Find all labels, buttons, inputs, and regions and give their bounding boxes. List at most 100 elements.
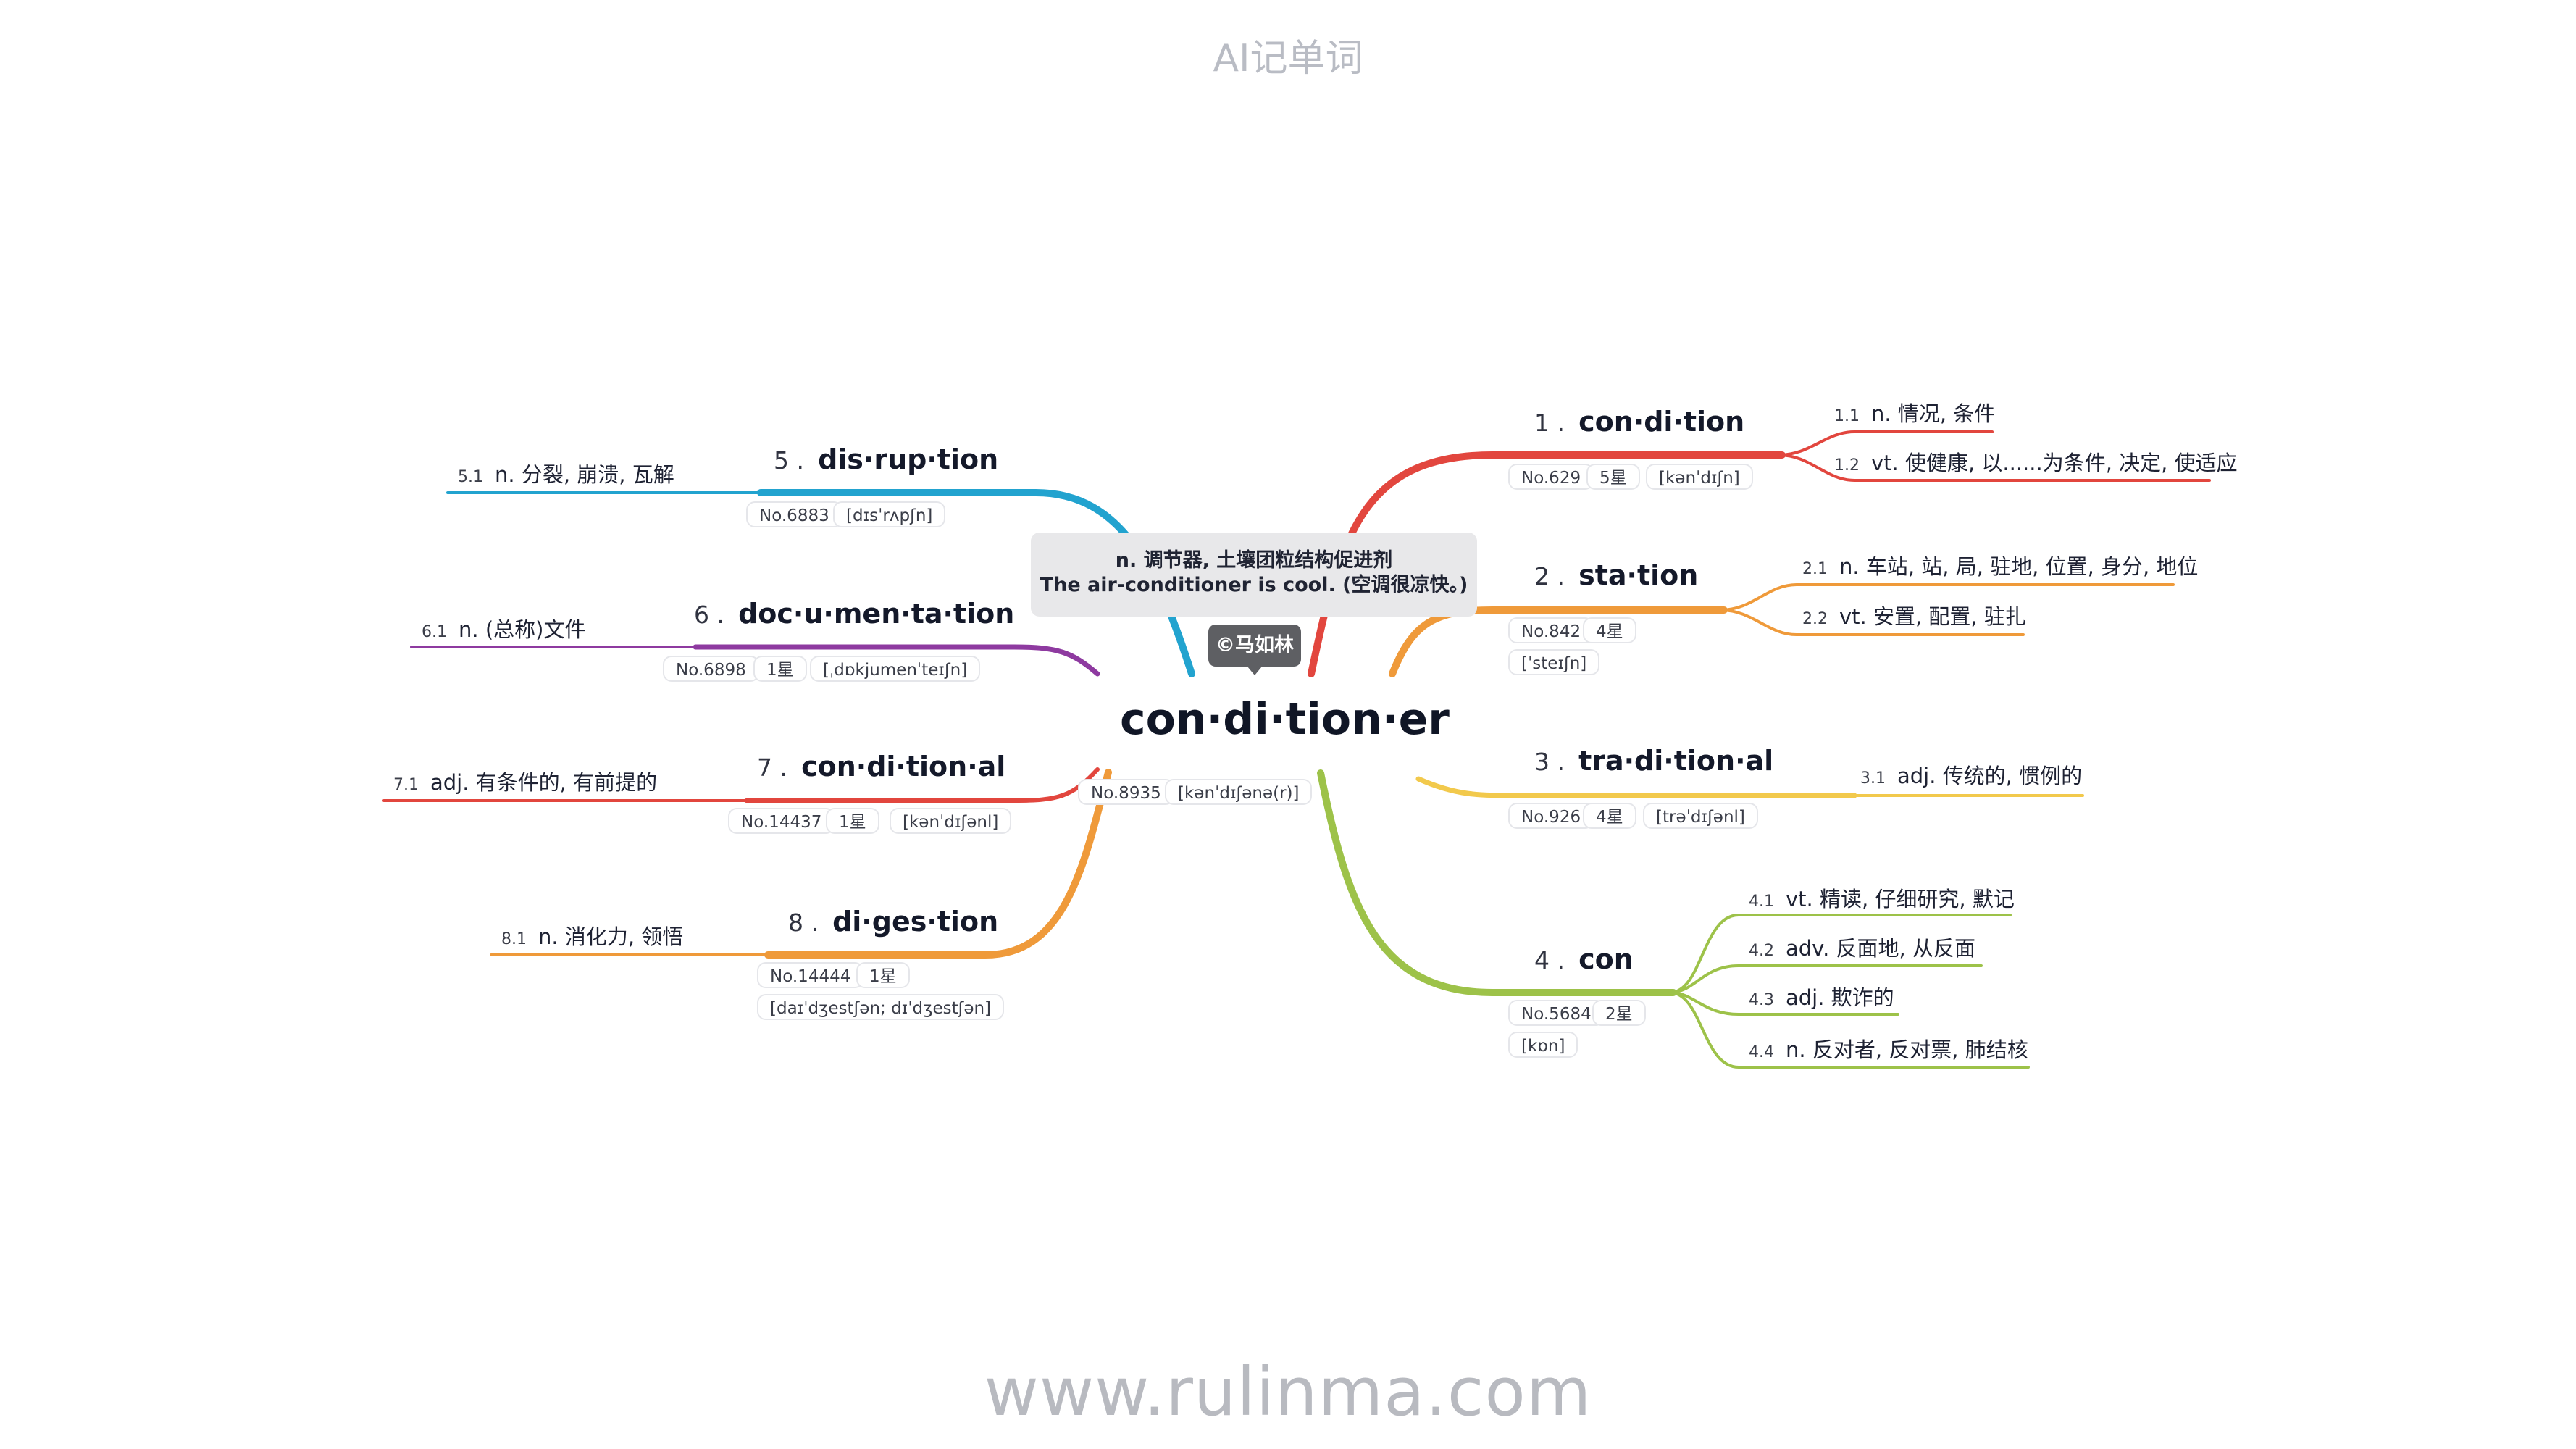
sense-text: n. 情况, 条件: [1871, 401, 1996, 426]
sense-text: vt. 精读, 仔细研究, 默记: [1786, 887, 2015, 911]
sense-number: 4.3: [1749, 991, 1774, 1009]
branch-2-phonetic-tag: [ˈsteɪʃn]: [1508, 649, 1600, 675]
sense-connector-2-1: [1719, 583, 2175, 611]
definition-card: n. 调节器, 土壤团粒结构促进剂 The air-conditioner is…: [1031, 533, 1477, 617]
branch-6-number-tag: No.6898: [663, 656, 759, 682]
sense-number: 6.1: [422, 623, 447, 641]
branch-1-stars-tag: 5星: [1586, 464, 1640, 490]
branch-7-phonetic-tag: [kənˈdɪʃənl]: [890, 808, 1012, 834]
sense-number: 4.2: [1749, 942, 1774, 960]
sense-text: adj. 有条件的, 有前提的: [430, 770, 658, 795]
connector-6: [693, 644, 1100, 677]
sense-number: 8.1: [501, 930, 527, 948]
sense-1-1: 1.1 n. 情况, 条件: [1834, 397, 1995, 427]
app-title: AI记单词: [1213, 37, 1363, 80]
sense-number: 1.1: [1834, 407, 1860, 425]
sense-7-1: 7.1 adj. 有条件的, 有前提的: [393, 766, 657, 796]
sense-8-1: 8.1 n. 消化力, 领悟: [501, 920, 683, 951]
sense-connector-2-2: [1719, 609, 2025, 636]
branch-word: doc·u·men·ta·tion: [738, 598, 1015, 630]
branch-word: di·ges·tion: [832, 906, 999, 938]
sense-number: 2.2: [1802, 610, 1828, 628]
branch-8-stars-tag: 1星: [856, 962, 910, 988]
branch-6-title: 6 . doc·u·men·ta·tion: [694, 598, 1014, 630]
sense-number: 7.1: [393, 776, 419, 794]
branch-3-title: 3 . tra·di·tion·al: [1534, 745, 1773, 777]
branch-6-stars-tag: 1星: [753, 656, 807, 682]
connector-1: [1308, 451, 1786, 677]
branch-4-stars-tag: 2星: [1592, 1000, 1646, 1026]
branch-6-phonetic-tag: [ˌdɒkjumenˈteɪʃn]: [810, 656, 981, 682]
sense-text: adj. 欺诈的: [1786, 985, 1894, 1010]
branch-3-phonetic-tag: [trəˈdɪʃənl]: [1643, 803, 1758, 829]
author-badge: ©马如林: [1208, 625, 1301, 675]
branch-word: tra·di·tion·al: [1578, 745, 1774, 777]
sense-5-1: 5.1 n. 分裂, 崩溃, 瓦解: [458, 458, 674, 488]
connector-3: [1415, 776, 1857, 798]
branch-index: 1 .: [1534, 409, 1565, 437]
branch-4-title: 4 . con: [1534, 943, 1634, 975]
branch-7-stars-tag: 1星: [826, 808, 879, 834]
sense-6-1: 6.1 n. (总称)文件: [422, 613, 585, 643]
branch-1-title: 1 . con·di·tion: [1534, 406, 1744, 438]
branch-7-title: 7 . con·di·tion·al: [757, 751, 1005, 782]
branch-4-phonetic-tag: [kɒn]: [1508, 1032, 1578, 1058]
branch-index: 6 .: [694, 601, 724, 629]
center-phonetic-tag: [kənˈdɪʃənə(r)]: [1165, 779, 1313, 805]
sense-text: n. 车站, 站, 局, 驻地, 位置, 身分, 地位: [1839, 554, 2199, 579]
sense-4-4: 4.4 n. 反对者, 反对票, 肺结核: [1749, 1033, 2028, 1064]
sense-1-2: 1.2 vt. 使健康, 以......为条件, 决定, 使适应: [1834, 446, 2238, 477]
branch-1-phonetic-tag: [kənˈdɪʃn]: [1646, 464, 1753, 490]
center-word: con·di·tion·er: [1120, 694, 1450, 745]
branch-2-number-tag: No.842: [1508, 617, 1594, 643]
sense-4-1: 4.1 vt. 精读, 仔细研究, 默记: [1749, 882, 2015, 913]
branch-index: 3 .: [1534, 748, 1565, 776]
branch-8-number-tag: No.14444: [757, 962, 864, 988]
sense-number: 4.4: [1749, 1043, 1774, 1061]
center-definition: n. 调节器, 土壤团粒结构促进剂: [1115, 549, 1393, 572]
sense-number: 1.2: [1834, 456, 1860, 475]
sense-text: vt. 安置, 配置, 驻扎: [1839, 604, 2026, 629]
sense-number: 3.1: [1860, 769, 1886, 788]
branch-word: sta·tion: [1578, 559, 1699, 591]
sense-connector-1-2: [1777, 454, 2211, 482]
connector-8: [764, 769, 1112, 959]
branch-2-stars-tag: 4星: [1583, 617, 1636, 643]
branch-word: con: [1578, 943, 1634, 975]
sense-connector-4-2: [1668, 964, 1983, 994]
branch-index: 2 .: [1534, 562, 1565, 590]
sense-text: n. 反对者, 反对票, 肺结核: [1786, 1037, 2028, 1062]
connector-4: [1317, 769, 1677, 996]
sense-4-3: 4.3 adj. 欺诈的: [1749, 981, 1894, 1011]
sense-4-2: 4.2 adv. 反面地, 从反面: [1749, 932, 1975, 962]
connector-2: [1389, 606, 1728, 677]
branch-7-number-tag: No.14437: [728, 808, 835, 834]
branch-3-number-tag: No.926: [1508, 803, 1594, 829]
branch-4-number-tag: No.5684: [1508, 1000, 1605, 1026]
sense-number: 4.1: [1749, 893, 1774, 911]
sense-connector-4-1: [1668, 914, 2012, 994]
branch-index: 5 .: [774, 446, 804, 475]
sense-connector-1-1: [1777, 430, 1994, 456]
branch-2-title: 2 . sta·tion: [1534, 559, 1698, 591]
center-number-tag: No.8935: [1078, 779, 1174, 805]
sense-2-2: 2.2 vt. 安置, 配置, 驻扎: [1802, 600, 2026, 630]
branch-word: dis·rup·tion: [818, 443, 999, 475]
sense-text: adv. 反面地, 从反面: [1786, 936, 1975, 961]
branch-8-phonetic-tag: [daɪˈdʒestʃən; dɪˈdʒestʃən]: [757, 994, 1005, 1020]
branch-5-phonetic-tag: [dɪsˈrʌpʃn]: [833, 501, 946, 527]
sense-text: n. (总称)文件: [459, 617, 586, 642]
branch-index: 8 .: [788, 909, 819, 937]
sense-text: n. 分裂, 崩溃, 瓦解: [495, 462, 674, 487]
branch-index: 7 .: [757, 753, 787, 782]
sense-text: vt. 使健康, 以......为条件, 决定, 使适应: [1871, 451, 2238, 475]
branch-8-title: 8 . di·ges·tion: [788, 906, 998, 938]
branch-1-number-tag: No.629: [1508, 464, 1594, 490]
sense-connector-4-4: [1668, 991, 2030, 1069]
branch-index: 4 .: [1534, 946, 1565, 974]
sense-text: n. 消化力, 领悟: [538, 924, 684, 949]
sense-number: 5.1: [458, 468, 483, 486]
